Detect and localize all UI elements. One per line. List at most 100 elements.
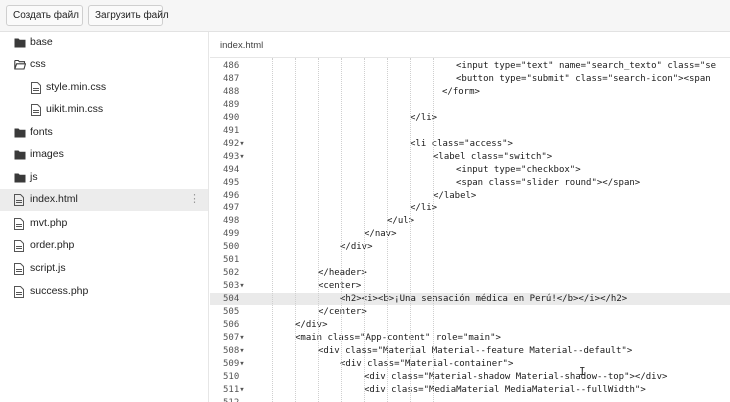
code-line[interactable]: 501 (210, 254, 730, 266)
line-number: 508▾ (223, 345, 245, 356)
code-line[interactable]: 499</nav> (210, 228, 730, 240)
tab-index-html[interactable]: index.html (220, 40, 264, 51)
folder-icon (14, 37, 26, 48)
code-line[interactable]: 511▾<div class="MediaMaterial MediaMater… (210, 384, 730, 396)
line-number: 486 (223, 61, 240, 71)
sidebar-item-index-html[interactable]: index.html ⋮ (0, 189, 208, 211)
code-line[interactable]: 486 <input type="text" name="search_texto… (210, 60, 730, 72)
line-number: 492▾ (223, 138, 245, 149)
code-text: <button type="submit" class="search-icon… (456, 73, 711, 84)
code-text: <div class="Material-container"> (340, 358, 514, 369)
text-cursor-icon: I (579, 365, 586, 378)
code-text: <div class="Material-shadow Material-sha… (364, 371, 668, 382)
code-line[interactable]: 493▾ <label class="switch"> (210, 151, 730, 163)
indent-guide (318, 58, 319, 402)
indent-guide (433, 58, 434, 402)
create-file-button[interactable]: Создать файл (6, 5, 83, 26)
indent-guide (272, 58, 273, 402)
editor-tab-bar: index.html (210, 32, 730, 58)
code-line[interactable]: 491 (210, 125, 730, 137)
code-line[interactable]: 500 </div> (210, 241, 730, 253)
code-line[interactable]: 508▾ <div class="Material Material--featu… (210, 345, 730, 357)
code-text: <h2><i><b>¡Una sensación médica en Perú!… (340, 294, 628, 305)
code-text: </ul> (387, 216, 415, 227)
code-line[interactable]: 507▾<main class="App-content" role="main… (210, 332, 730, 344)
code-line[interactable]: 510 <div class="Material-shadow Material-… (210, 371, 730, 383)
sidebar-item-images[interactable]: images (0, 144, 208, 166)
code-text: <span class="slider round"></span> (456, 177, 641, 188)
indent-guide (341, 58, 342, 402)
code-editor[interactable]: I 486 <input type="text" name="search_tex… (210, 58, 730, 402)
code-line[interactable]: 502</header> (210, 267, 730, 279)
code-text: </header> (318, 268, 367, 279)
sidebar-item-label: css (30, 58, 46, 70)
line-number: 491 (223, 125, 240, 136)
code-text: <label class="switch"> (433, 151, 553, 162)
sidebar-item-label: script.js (30, 262, 66, 274)
code-line[interactable]: 496</label> (210, 190, 730, 202)
code-line[interactable]: 488 </form> (210, 86, 730, 98)
line-number: 504 (223, 294, 240, 305)
sidebar-item-mvt-php[interactable]: mvt.php (0, 213, 208, 235)
line-number: 509▾ (223, 358, 245, 369)
code-text: <div class="Material Material--feature M… (318, 345, 633, 356)
line-number: 512 (223, 397, 253, 402)
file-icon (14, 218, 26, 230)
code-line[interactable]: 506</div> (210, 319, 730, 331)
code-line[interactable]: 503▾<center> (210, 280, 730, 292)
code-line[interactable]: 489 (210, 99, 730, 111)
line-number: 510 (223, 371, 240, 382)
code-text: <main class="App-content" role="main"> (295, 332, 501, 343)
code-text: </div> (295, 320, 328, 330)
line-number: 489 (223, 99, 240, 110)
sidebar-item-fonts[interactable]: fonts (0, 122, 208, 144)
code-text: <input type="text" name="search_texto" c… (456, 61, 717, 71)
indent-guide (387, 58, 388, 402)
sidebar-item-uikit-min-css[interactable]: uikit.min.css (0, 99, 208, 121)
toolbar: Создать файл Загрузить файл (0, 0, 730, 32)
line-number: 501 (223, 255, 240, 266)
code-line[interactable]: 498 </ul> (210, 215, 730, 227)
indent-guide (295, 58, 296, 402)
code-line[interactable]: 494<input type="checkbox"> (210, 164, 730, 176)
line-number: 500 (223, 242, 240, 253)
sidebar-item-script-js[interactable]: script.js (0, 258, 208, 280)
line-number: 488 (223, 86, 240, 97)
sidebar-item-success-php[interactable]: success.php (0, 281, 208, 303)
upload-file-button[interactable]: Загрузить файл (88, 5, 169, 26)
code-text: <div class="MediaMaterial MediaMaterial-… (364, 384, 646, 395)
sidebar-item-label: uikit.min.css (46, 103, 104, 115)
code-line[interactable]: 504 <h2><i><b>¡Una sensación médica en Pe… (210, 293, 730, 306)
sidebar-item-label: images (30, 148, 64, 160)
code-line[interactable]: 505 </center> (210, 306, 730, 318)
code-line[interactable]: 509▾ <div class="Material-container"> (210, 358, 730, 370)
sidebar-item-js[interactable]: js (0, 167, 208, 189)
code-text: </li> (410, 112, 438, 123)
line-number: 493▾ (223, 151, 245, 162)
code-line[interactable]: 512 (210, 397, 730, 402)
sidebar-item-label: index.html (30, 193, 78, 205)
code-text: </div> (340, 242, 373, 253)
sidebar-item-style-min-css[interactable]: style.min.css (0, 77, 208, 99)
line-number: 490 (223, 112, 240, 123)
code-line[interactable]: 492▾<li class="access"> (210, 138, 730, 150)
line-number: 505 (223, 307, 240, 318)
sidebar-item-label: order.php (30, 239, 75, 251)
code-line[interactable]: 490 </li> (210, 112, 730, 124)
line-number: 498 (223, 216, 240, 227)
file-icon (31, 82, 43, 94)
sidebar-item-order-php[interactable]: order.php (0, 235, 208, 257)
more-options-icon[interactable]: ⋮ (189, 193, 200, 205)
code-line[interactable]: 487 <button type="submit" class="search-i… (210, 73, 730, 85)
code-line[interactable]: 495<span class="slider round"></span> (210, 177, 730, 189)
sidebar-item-base[interactable]: base (0, 32, 208, 54)
line-number: 487 (223, 73, 240, 84)
folder-open-icon (14, 59, 26, 70)
line-number-gutter (210, 58, 246, 402)
code-text: </form> (442, 86, 480, 97)
code-line[interactable]: 497</li> (210, 202, 730, 214)
code-text: </center> (318, 307, 367, 318)
file-icon (14, 194, 26, 206)
code-text: <center> (318, 281, 362, 292)
sidebar-item-css[interactable]: css (0, 54, 208, 76)
